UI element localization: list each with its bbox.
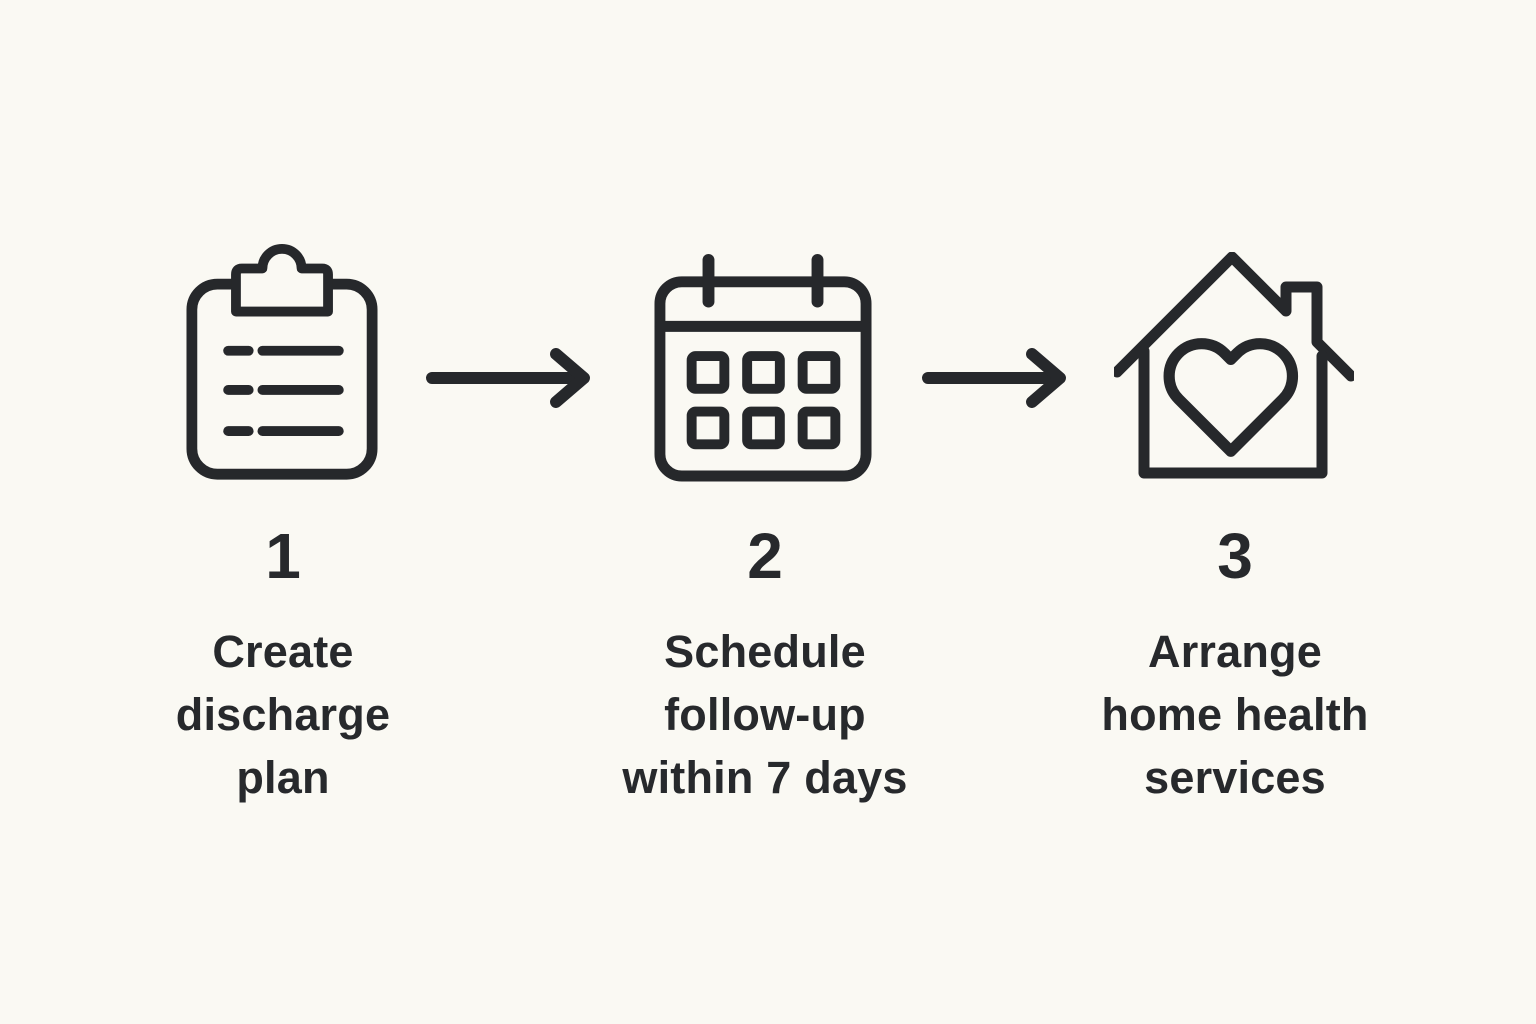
step-label-3: Arrange home health services [1035,620,1435,809]
step-number-3: 3 [1217,520,1253,592]
step-label-line: home health [1101,689,1369,740]
step-label-2: Schedule follow-up within 7 days [565,620,965,809]
calendar-icon [654,254,872,482]
step-label-line: Arrange [1148,626,1322,677]
clipboard-checklist-icon [186,244,378,480]
step-number-2: 2 [747,520,783,592]
step-label-line: follow-up [664,689,866,740]
step-label-line: discharge [175,689,391,740]
step-label-line: services [1144,752,1326,803]
step-label-1: Create discharge plan [83,620,483,809]
arrow-right-icon [426,348,590,408]
step-label-line: plan [236,752,330,803]
step-label-line: Schedule [664,626,866,677]
step-number-1: 1 [265,520,301,592]
house-heart-icon [1114,252,1354,479]
arrow-right-icon [922,348,1066,408]
step-label-line: within 7 days [622,752,908,803]
step-label-line: Create [212,626,354,677]
